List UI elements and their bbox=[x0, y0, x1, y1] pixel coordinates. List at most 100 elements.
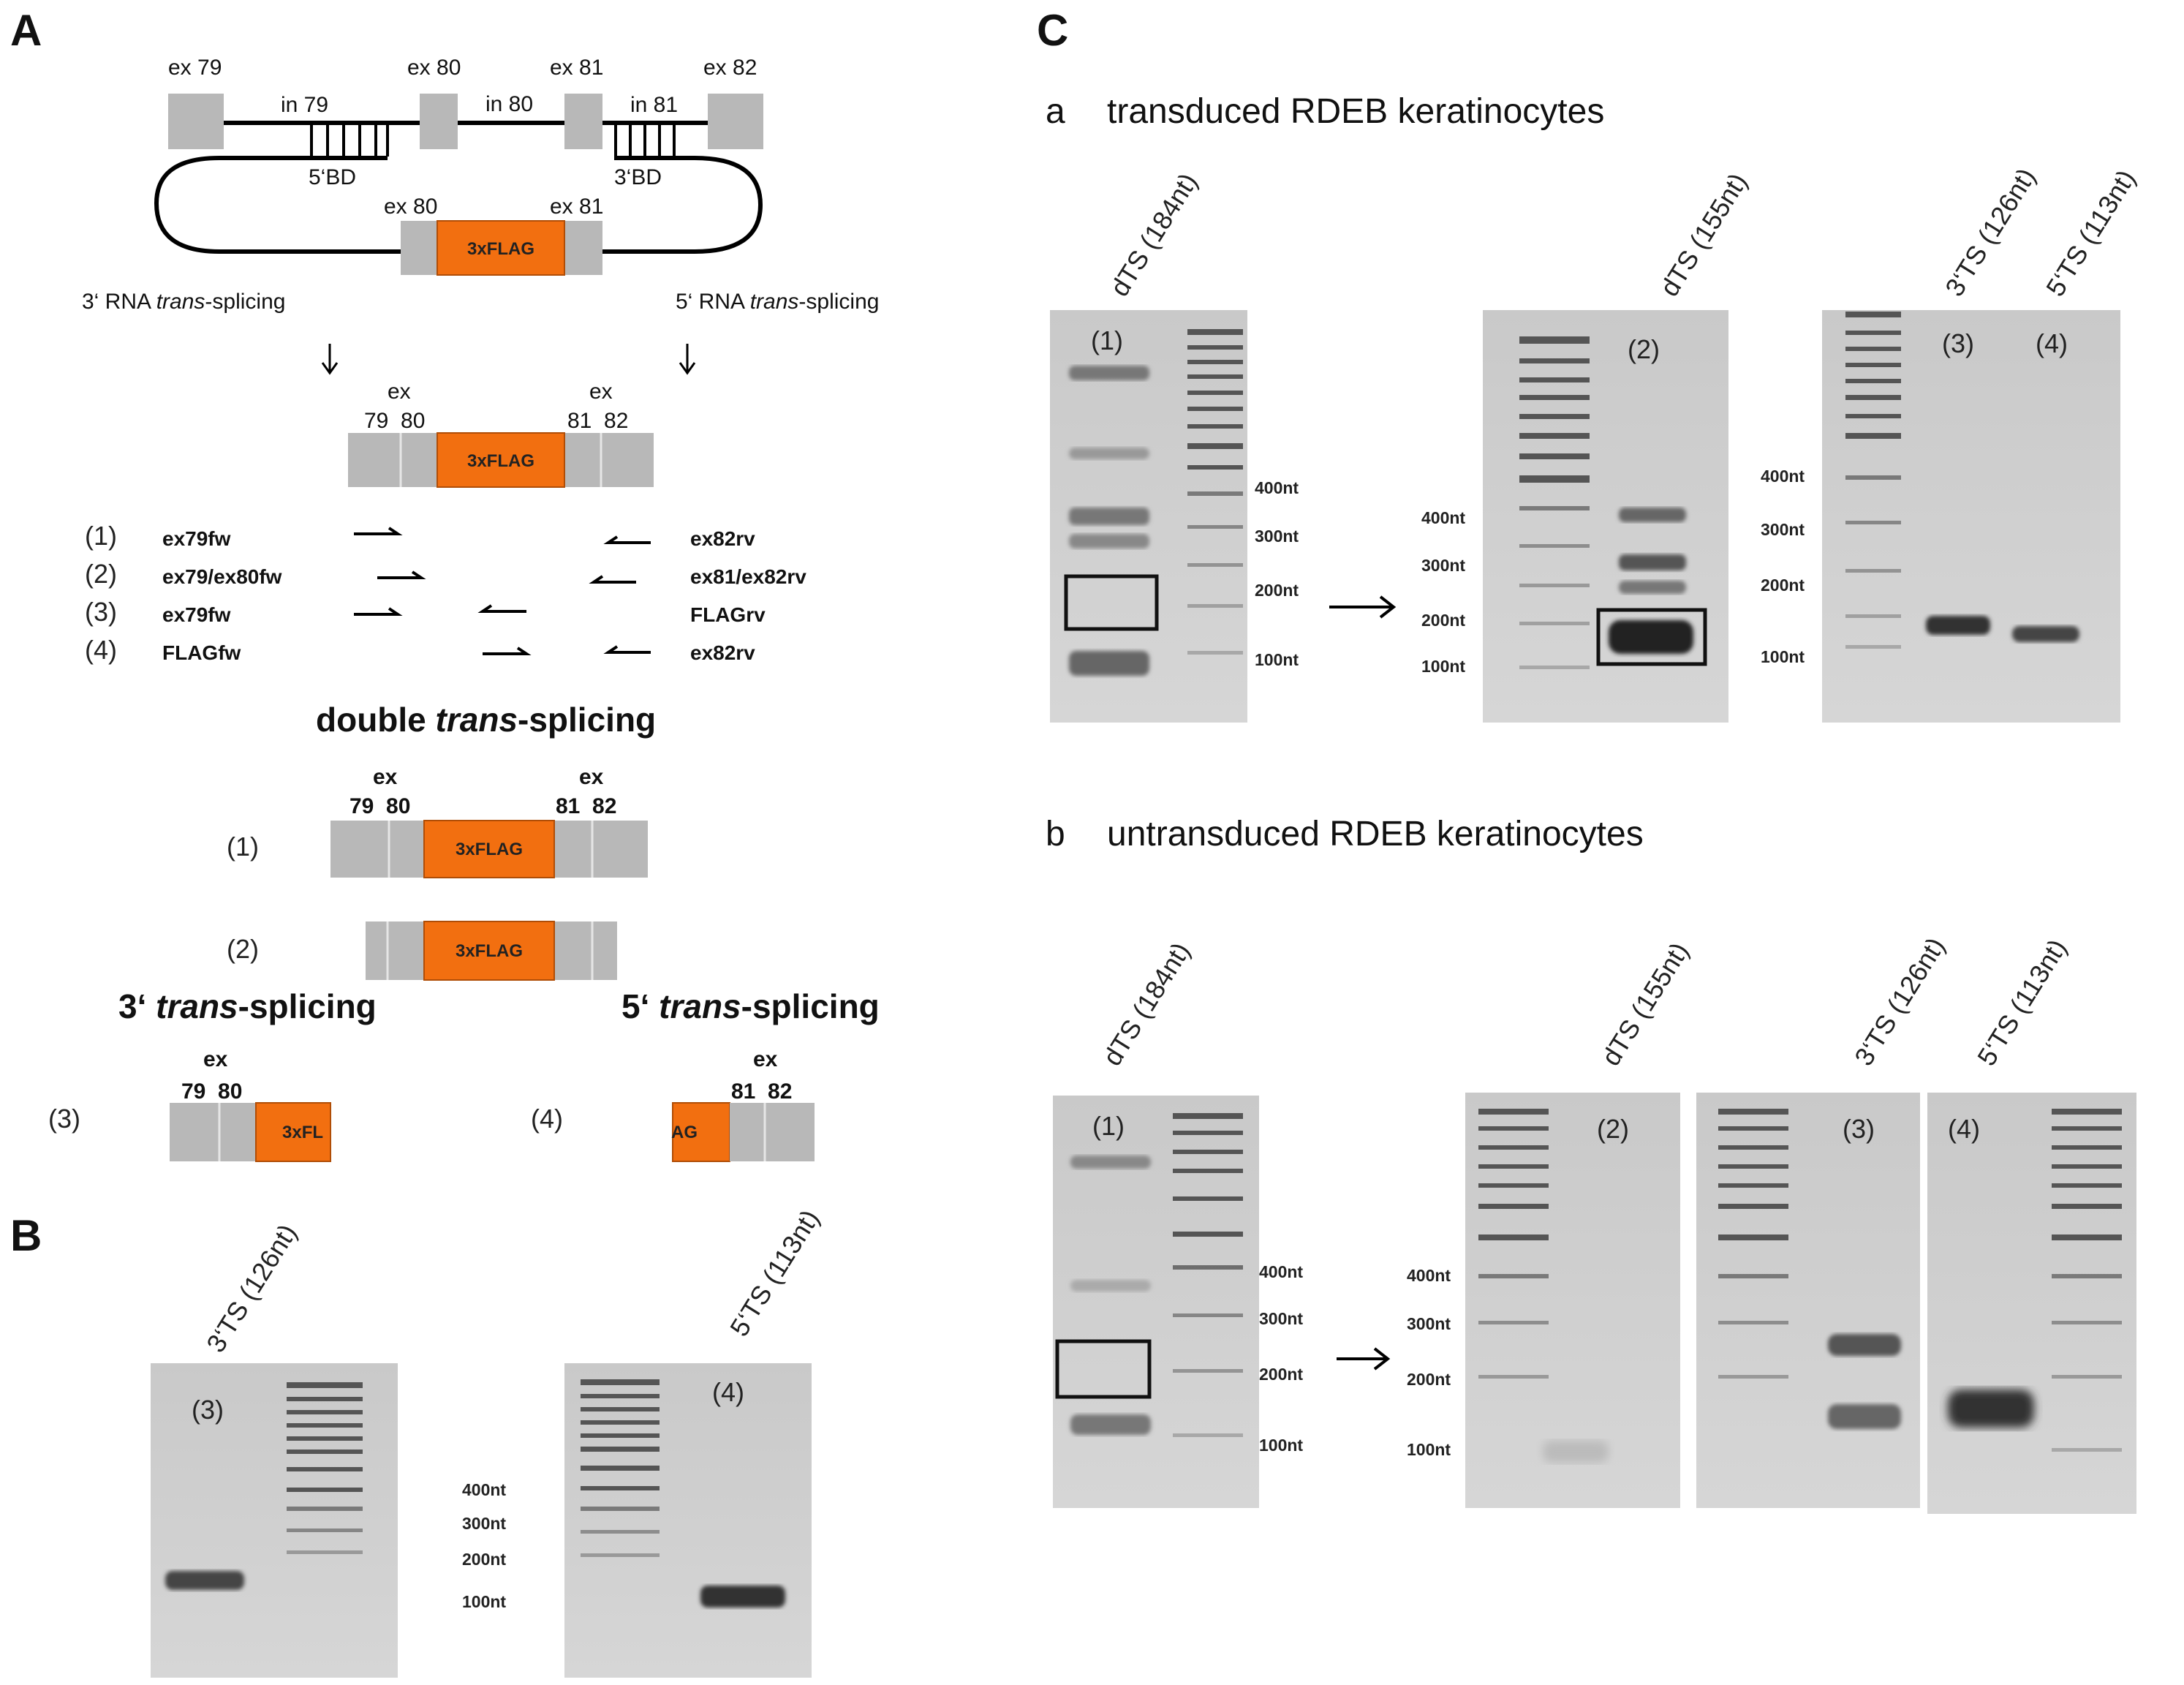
cb-size-markers-1: 400nt 300nt 200nt 100nt bbox=[1259, 1262, 1303, 1455]
ladder-bands bbox=[1718, 1109, 1788, 1379]
ts3-flag-label: 3xFL bbox=[282, 1123, 323, 1142]
exon-82-label: ex 82 bbox=[703, 56, 757, 80]
size-400: 400nt bbox=[1259, 1262, 1303, 1281]
ts5-flag-box bbox=[672, 1102, 730, 1162]
product-flag-box bbox=[437, 432, 565, 488]
size-100: 100nt bbox=[1761, 647, 1805, 666]
splice5-label: 5‘ RNA trans-splicing bbox=[676, 290, 879, 314]
ca-lane-3ts: 3‘TS (126nt) bbox=[1939, 163, 2041, 302]
cb-lane-5ts: 5‘TS (113nt) bbox=[1971, 934, 2072, 1071]
size-300: 300nt bbox=[1255, 527, 1299, 546]
size-300: 300nt bbox=[1761, 520, 1805, 539]
gel-lane-number: (2) bbox=[1597, 1114, 1629, 1144]
cb-gel-4: (4) bbox=[1927, 1093, 2136, 1514]
intron-81-label: in 81 bbox=[630, 93, 678, 117]
size-400: 400nt bbox=[1421, 508, 1465, 527]
intron-79-label: in 79 bbox=[281, 93, 328, 117]
panel-ca-title: transduced RDEB keratinocytes bbox=[1107, 92, 1604, 131]
primer-fw-4: FLAGfw bbox=[162, 641, 241, 664]
primer-rv-4: ex82rv bbox=[690, 641, 755, 664]
ladder-bands bbox=[1187, 329, 1243, 655]
fwd-arrow-icon bbox=[354, 607, 403, 616]
cb-gel-1: (1) bbox=[1053, 1096, 1259, 1508]
size-200: 200nt bbox=[462, 1550, 506, 1569]
bd3-label: 3‘BD bbox=[614, 165, 662, 189]
panel-b-lane-5ts: 5‘TS (113nt) bbox=[724, 1205, 825, 1341]
size-400: 400nt bbox=[1761, 467, 1805, 486]
ca-size-markers-2: 400nt 300nt 200nt 100nt bbox=[1421, 508, 1465, 676]
ca-gel-1: (1) bbox=[1050, 310, 1247, 723]
ts3-item: (3) bbox=[48, 1104, 80, 1134]
ladder-bands bbox=[1845, 312, 1901, 649]
size-100: 100nt bbox=[1259, 1436, 1303, 1455]
dts-nums-left: 79 80 bbox=[349, 794, 410, 818]
primer-num-2: (2) bbox=[85, 559, 117, 589]
ts5-ex: ex bbox=[753, 1047, 778, 1071]
ts3-exons bbox=[170, 1103, 256, 1161]
primer-num-3: (3) bbox=[85, 597, 117, 627]
ts5-title: 5‘ trans-splicing bbox=[621, 987, 880, 1025]
size-400: 400nt bbox=[1407, 1266, 1451, 1285]
exon-79-label: ex 79 bbox=[168, 56, 222, 80]
gel-lane-number: (3) bbox=[1942, 328, 1974, 358]
ca-lane-dts184: dTS (184nt) bbox=[1104, 167, 1204, 301]
highlight-box bbox=[1596, 608, 1707, 666]
primer-arrows bbox=[354, 527, 651, 655]
product-ex-left: ex bbox=[388, 380, 411, 404]
gel-lane-number: (3) bbox=[1843, 1114, 1875, 1144]
exon-81-box bbox=[564, 94, 602, 149]
gel-lane-number: (3) bbox=[192, 1395, 224, 1425]
gel-lane-number: (1) bbox=[1092, 1111, 1125, 1141]
panel-b-letter: B bbox=[10, 1211, 42, 1260]
ts3-product: ex 79 80 (3) 3xFL bbox=[48, 1047, 331, 1162]
primer-rv-1: ex82rv bbox=[690, 527, 755, 550]
ladder-bands bbox=[287, 1382, 363, 1554]
ptm-flag-label: 3xFLAG bbox=[467, 239, 534, 259]
cb-lane-3ts: 3‘TS (126nt) bbox=[1848, 932, 1951, 1071]
primer-list: (1) ex79fw ex82rv (2) ex79/ex80fw ex81/e… bbox=[85, 521, 806, 665]
primer-num-1: (1) bbox=[85, 521, 117, 551]
fwd-arrow-icon bbox=[354, 527, 403, 535]
highlight-box bbox=[1064, 574, 1159, 631]
size-300: 300nt bbox=[1421, 556, 1465, 575]
size-200: 200nt bbox=[1407, 1370, 1451, 1389]
dts-nums-right: 81 82 bbox=[556, 794, 616, 818]
ca-size-markers-1: 400nt 300nt 200nt 100nt bbox=[1255, 478, 1299, 669]
size-100: 100nt bbox=[462, 1592, 506, 1611]
binding-domain-3 bbox=[614, 123, 676, 157]
rev-arrow-icon bbox=[603, 645, 651, 654]
ca-lane-dts155: dTS (155nt) bbox=[1654, 167, 1753, 301]
rev-arrow-icon bbox=[477, 604, 526, 613]
band-5ts bbox=[700, 1586, 785, 1607]
size-200: 200nt bbox=[1255, 581, 1299, 600]
splicing-product: ex ex 79 80 81 82 3xFLAG bbox=[348, 380, 654, 488]
intron-80-label: in 80 bbox=[485, 92, 533, 116]
exon-80-box bbox=[420, 94, 458, 149]
size-100: 100nt bbox=[1255, 650, 1299, 669]
ts5-product: ex 81 82 (4) AG bbox=[531, 1047, 815, 1162]
size-200: 200nt bbox=[1259, 1365, 1303, 1384]
ts3-flag-box bbox=[255, 1102, 331, 1162]
splice3-label: 3‘ RNA trans-splicing bbox=[82, 290, 285, 314]
product-ex-right: ex bbox=[589, 380, 613, 404]
ts5-flag-label: AG bbox=[671, 1123, 698, 1142]
size-300: 300nt bbox=[1259, 1309, 1303, 1328]
panel-b-lane-3ts: 3‘TS (126nt) bbox=[200, 1219, 303, 1358]
primer-rv-3: FLAGrv bbox=[690, 603, 766, 626]
fwd-arrow-icon bbox=[377, 570, 426, 579]
gel-lane-number: (4) bbox=[712, 1377, 744, 1407]
exon-81-label: ex 81 bbox=[550, 56, 603, 80]
primer-num-4: (4) bbox=[85, 635, 117, 665]
panel-ca-letter: a bbox=[1046, 92, 1065, 131]
exon-80-label: ex 80 bbox=[407, 56, 461, 80]
primer-rv-2: ex81/ex82rv bbox=[690, 565, 806, 588]
size-300: 300nt bbox=[462, 1514, 506, 1533]
ladder-bands bbox=[2052, 1109, 2122, 1452]
panel-b-gel-5ts: (4) bbox=[564, 1363, 812, 1678]
ladder-bands bbox=[1519, 336, 1590, 669]
dts1-flag-label: 3xFLAG bbox=[456, 840, 523, 859]
right-arrow-icon bbox=[1337, 1347, 1391, 1371]
size-200: 200nt bbox=[1421, 611, 1465, 630]
panel-cb-letter: b bbox=[1046, 815, 1065, 853]
